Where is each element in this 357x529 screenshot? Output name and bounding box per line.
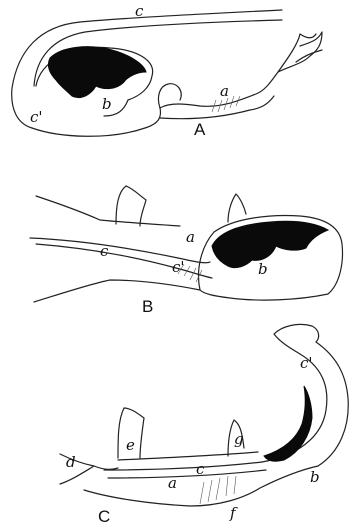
figure-a-caption: A <box>194 120 206 139</box>
figure-c-label-c: c <box>196 460 205 478</box>
figure-b-appendage-right <box>228 194 246 222</box>
figure-b-label-c: c <box>100 242 109 260</box>
figure-b-label-c-prime: c' <box>172 258 185 276</box>
figure-a-stalk <box>160 96 274 119</box>
figure-c-hatching <box>200 476 236 504</box>
figure-a-dark-mass <box>48 47 146 98</box>
figure-c-caption: C <box>98 507 110 526</box>
figure-a: c c' b a A <box>12 2 322 139</box>
figure-a-label-c-prime: c' <box>30 108 43 126</box>
figure-b-label-a: a <box>186 228 195 246</box>
figure-c-right-tube-outer-far <box>316 342 348 466</box>
figure-c-stalk-upper <box>118 452 258 460</box>
figure-c-label-d: d <box>66 453 76 471</box>
figure-c: c' e g d c a b f C <box>60 324 348 526</box>
figure-c-dark-mass <box>264 386 312 461</box>
figure-b-stalk-lower <box>34 280 200 302</box>
figure-c-tube-c-inner <box>108 470 266 478</box>
figure-c-label-g: g <box>234 430 244 448</box>
figure-c-label-b: b <box>310 468 320 486</box>
figure-b-caption: B <box>142 297 153 316</box>
figure-c-cup <box>274 324 319 354</box>
figure-b-stalk-upper <box>36 196 180 226</box>
figure-a-label-c: c <box>135 2 144 20</box>
figure-a-label-a: a <box>220 82 229 100</box>
figure-b-dark-mass <box>212 221 328 267</box>
figure-c-label-c-prime: c' <box>300 354 313 372</box>
figure-c-label-f: f <box>229 504 238 522</box>
figure-b: c a c' b B <box>30 186 342 316</box>
figure-c-tube-c <box>104 462 262 470</box>
figure-a-label-b: b <box>102 95 112 113</box>
figure-c-label-e: e <box>126 436 135 454</box>
figure-b-appendage-left <box>116 186 146 226</box>
figure-b-label-b: b <box>258 260 268 278</box>
figure-c-label-a: a <box>168 474 177 492</box>
